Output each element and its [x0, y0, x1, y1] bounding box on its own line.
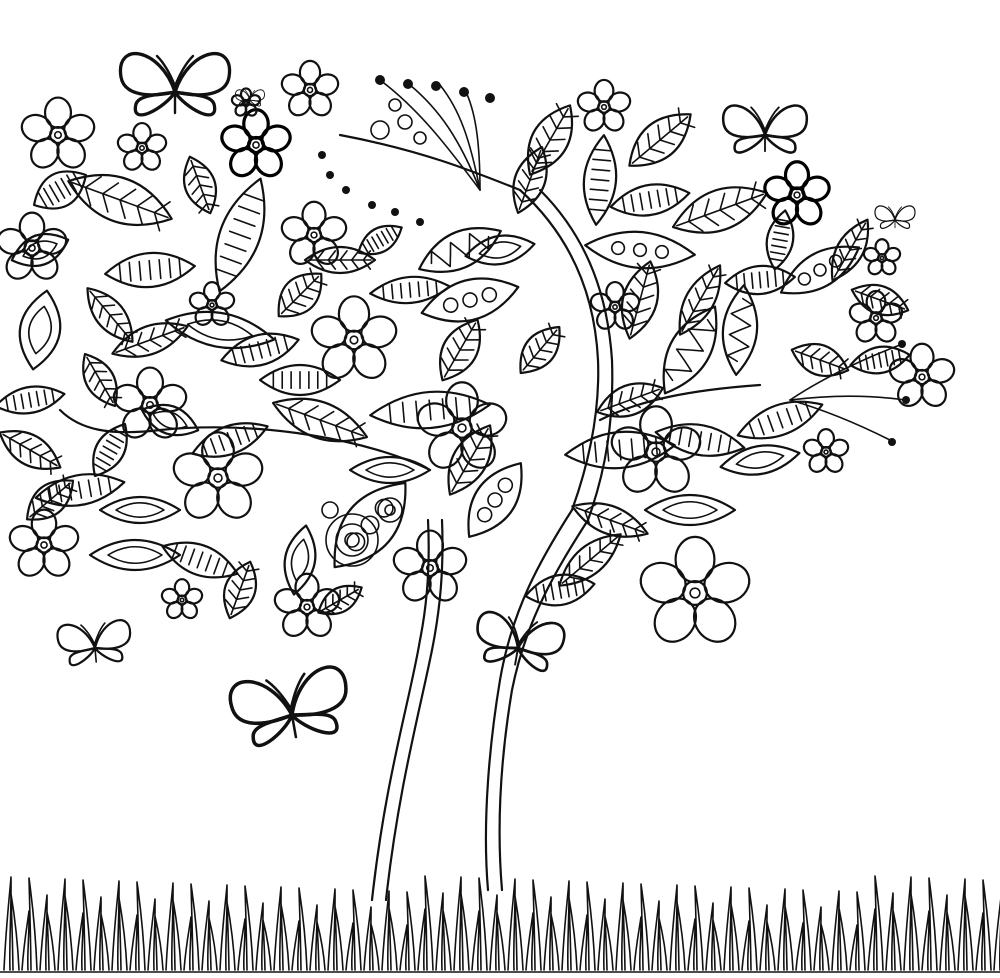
flower-icon	[392, 529, 468, 602]
leaf-icon	[222, 560, 260, 620]
leaf-icon	[220, 332, 300, 368]
leaf-icon	[850, 283, 910, 319]
leaf-icon	[719, 444, 801, 476]
leaf-icon	[333, 481, 407, 569]
leaf-icon	[609, 183, 691, 217]
leaf-icon	[111, 318, 189, 358]
leaf-icon	[182, 155, 220, 215]
leaf-icon	[662, 305, 718, 395]
flower-icon	[862, 238, 902, 276]
butterfly-icon	[722, 104, 808, 154]
leaf-icon	[348, 455, 432, 485]
flower-icon	[888, 342, 956, 407]
butterfly-icon	[874, 205, 916, 229]
flower-icon	[639, 535, 751, 643]
butterfly-icon	[476, 610, 566, 673]
flower-icon	[112, 366, 188, 439]
flower-icon	[0, 211, 68, 280]
leaf-icon	[571, 502, 649, 542]
leaf-icon	[25, 474, 78, 521]
flower-icon	[280, 200, 348, 265]
leaf-icon	[82, 352, 123, 409]
leaf-icon	[596, 378, 664, 418]
flower-icon	[416, 381, 508, 469]
leaf-icon	[0, 385, 66, 415]
leaf-icon	[86, 287, 138, 346]
leaf-icon	[18, 289, 62, 371]
leaf-icon	[724, 264, 796, 296]
leaf-icon	[283, 524, 317, 596]
leaf-icon	[32, 170, 88, 210]
leaf-icon	[582, 134, 618, 226]
leaf-icon	[418, 227, 502, 273]
leaf-icon	[214, 177, 266, 293]
flower-icon	[802, 428, 850, 473]
leaf-icon	[104, 251, 196, 289]
flower-icon	[188, 281, 236, 326]
leaf-icon	[67, 173, 173, 232]
flower-icon	[310, 295, 398, 379]
leaf-icon	[512, 146, 552, 214]
flower-icon	[116, 121, 168, 171]
leaf-icon	[420, 277, 520, 323]
leaf-icon	[92, 422, 128, 478]
flower-icon	[172, 431, 264, 519]
leaf-icon	[526, 102, 580, 176]
butterfly-icon	[228, 665, 348, 748]
flower-icon	[589, 280, 641, 330]
leaf-icon	[620, 260, 662, 340]
leaf-icon	[161, 541, 239, 579]
flower-icon	[20, 96, 96, 169]
flower-icon	[610, 405, 702, 493]
butterfly-icon	[56, 619, 132, 667]
flower-icon	[576, 78, 632, 132]
leaf-icon	[369, 275, 451, 305]
leaf-icon	[584, 230, 696, 270]
leaf-icon	[438, 316, 487, 382]
leaf-icon	[271, 397, 369, 448]
leaf-icon	[0, 430, 63, 476]
leaf-icon	[671, 181, 769, 234]
leaf-icon	[447, 423, 499, 496]
leaf-icon	[467, 462, 523, 538]
butterfly-icon	[118, 52, 232, 117]
flower-icon	[220, 108, 292, 178]
leaf-icon	[830, 218, 874, 282]
leaf-icon	[790, 342, 850, 380]
flower-icon	[160, 578, 204, 620]
butterfly-icon	[235, 89, 265, 107]
flower-icon	[280, 59, 340, 117]
grass-strip	[0, 875, 1000, 973]
leaf-icon	[34, 473, 126, 507]
dot-sprigs	[318, 75, 910, 446]
butterflies-group	[56, 52, 916, 748]
leaf-icon	[558, 529, 624, 587]
flower-icon	[763, 160, 831, 226]
flower-icon	[273, 572, 341, 637]
flower-icon	[848, 289, 904, 343]
leaf-icon	[643, 494, 737, 526]
leaf-icon	[464, 234, 536, 266]
leaf-icon	[98, 495, 182, 525]
leaf-icon	[628, 107, 696, 167]
leaf-icon	[277, 267, 328, 318]
tree-crown	[0, 59, 956, 643]
leaf-icon	[524, 573, 596, 607]
leaf-icon	[88, 539, 182, 571]
flower-icon	[8, 508, 80, 577]
leaf-icon	[519, 322, 566, 375]
leaf-icon	[357, 224, 403, 256]
leaf-icon	[258, 363, 342, 397]
leaf-icon	[765, 209, 795, 271]
tree-trunk	[58, 133, 762, 902]
leaf-icon	[721, 284, 759, 376]
